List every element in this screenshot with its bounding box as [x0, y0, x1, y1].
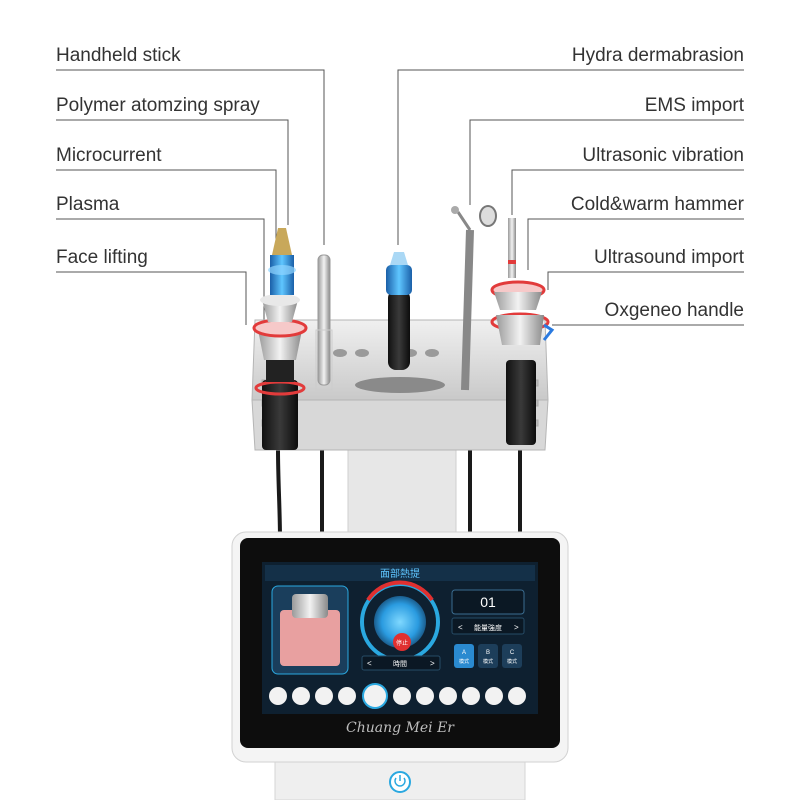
leader-lines-right [397, 69, 744, 326]
label-face-lifting: Face lifting [56, 247, 148, 268]
dial-knob[interactable] [374, 596, 426, 648]
ems-import-handle [451, 205, 497, 391]
handle-icon-row [269, 683, 526, 709]
screen-title: 面部熱提 [380, 567, 420, 580]
time-prev-button[interactable]: < [367, 659, 372, 668]
handle-icon[interactable] [508, 687, 526, 705]
dial-arc [366, 580, 434, 602]
energy-row [451, 617, 525, 635]
handle-icon[interactable] [439, 687, 457, 705]
counter-value: 01 [480, 594, 496, 610]
power-icon [394, 777, 406, 787]
time-row [361, 655, 441, 671]
mode-b-text: 模式 [483, 658, 493, 665]
label-handheld-stick: Handheld stick [56, 45, 181, 66]
ultrasonic-vibration-handle [508, 218, 516, 278]
brand-logo: Chuang Mei Er [346, 720, 455, 736]
treatment-face-image [280, 610, 340, 666]
label-microcurrent: Microcurrent [56, 145, 162, 166]
cold-warm-hammer-handle [490, 280, 546, 310]
mode-c-text: 模式 [507, 658, 517, 665]
oxgeneo-handle [490, 312, 555, 445]
label-oxgeneo-handle: Oxgeneo handle [604, 300, 744, 321]
screen-header-bar [265, 565, 535, 581]
label-cold-warm-hammer: Cold&warm hammer [570, 194, 744, 215]
power-button[interactable] [389, 771, 411, 793]
polymer-spray-handle [268, 228, 296, 295]
handle-icon[interactable] [393, 687, 411, 705]
label-polymer-spray: Polymer atomzing spray [56, 95, 260, 116]
hydra-dermabrasion-handle [386, 252, 412, 370]
label-ems-import: EMS import [644, 95, 744, 116]
label-plasma: Plasma [56, 194, 120, 215]
handle-icon[interactable] [416, 687, 434, 705]
energy-label: 能量強度 [474, 623, 502, 632]
energy-prev-button[interactable]: < [458, 623, 463, 632]
tray-front [251, 399, 549, 451]
handle-icon-selected[interactable] [362, 683, 388, 709]
stop-button[interactable] [393, 633, 411, 651]
handle-icon[interactable] [485, 687, 503, 705]
handle-icon[interactable] [315, 687, 333, 705]
label-hydra-dermabrasion: Hydra dermabrasion [571, 45, 744, 66]
treatment-handle-image [292, 594, 328, 618]
mode-a-button[interactable] [454, 644, 474, 668]
mode-a-letter: A [462, 650, 466, 656]
stop-label: 停止 [396, 639, 408, 647]
microcurrent-handle [260, 294, 300, 322]
mode-b-button[interactable] [478, 644, 498, 668]
handle-icon[interactable] [462, 687, 480, 705]
mode-c-button[interactable] [502, 644, 522, 668]
counter-box [451, 589, 525, 615]
mode-b-letter: B [486, 650, 490, 656]
mode-c-letter: C [510, 650, 515, 656]
handheld-stick [315, 254, 333, 391]
time-next-button[interactable]: > [430, 659, 435, 668]
label-ultrasonic-vibration: Ultrasonic vibration [582, 145, 744, 166]
mode-a-text: 模式 [459, 658, 469, 665]
energy-next-button[interactable]: > [514, 623, 519, 632]
label-ultrasound-import: Ultrasound import [594, 247, 744, 268]
time-label: 時間 [393, 660, 407, 668]
handle-icon[interactable] [269, 687, 287, 705]
handle-icon[interactable] [292, 687, 310, 705]
handle-icon[interactable] [338, 687, 356, 705]
